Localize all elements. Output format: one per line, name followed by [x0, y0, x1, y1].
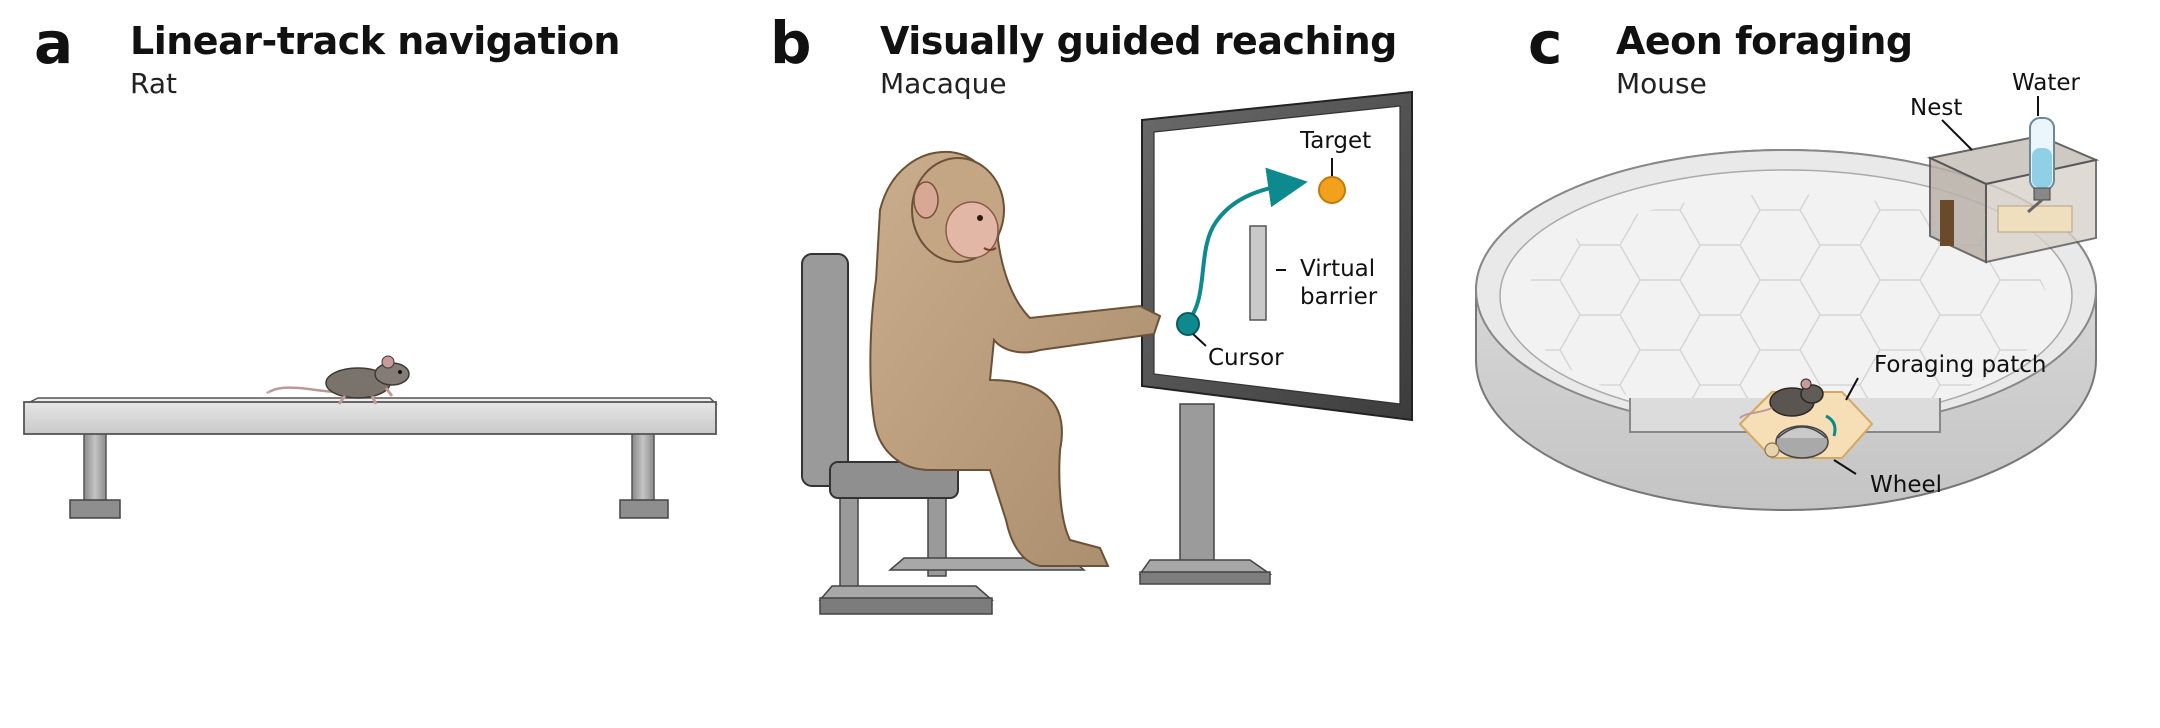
panel-a-letter: a	[34, 9, 73, 77]
foraging-patch-label: Foraging patch	[1874, 352, 2047, 378]
foraging-patch-leader-line	[1845, 377, 1859, 401]
nest-box	[1926, 134, 2100, 264]
panel-c: c Aeon foraging Mouse	[1475, 0, 2160, 728]
panel-b-title: Visually guided reaching	[880, 19, 1397, 63]
panel-c-subtitle: Mouse	[1616, 67, 1707, 100]
panel-c-letter: c	[1528, 9, 1562, 77]
rat-illustration	[266, 355, 410, 405]
water-label: Water	[2012, 70, 2080, 96]
panel-a-subtitle: Rat	[130, 67, 177, 100]
panel-a: a Linear-track navigation Rat	[0, 0, 740, 728]
panel-a-title: Linear-track navigation	[130, 19, 620, 63]
wheel-label: Wheel	[1870, 472, 1943, 498]
nest-label: Nest	[1910, 95, 1963, 121]
panel-c-title: Aeon foraging	[1616, 19, 1913, 63]
macaque-illustration	[869, 150, 1162, 567]
aeon-arena-illustration	[1475, 96, 2100, 511]
panel-b-letter: b	[770, 9, 812, 77]
mouse-illustration	[1739, 378, 1824, 419]
arena	[1475, 149, 2097, 511]
foraging-wheel	[1764, 414, 1837, 459]
cursor-dot	[1176, 312, 1200, 336]
linear-track-bench	[23, 397, 718, 519]
linear-track-illustration	[23, 355, 718, 519]
panel-b-subtitle: Macaque	[880, 67, 1007, 100]
reaching-illustration	[801, 90, 1413, 615]
wheel-leader-line	[1833, 459, 1857, 475]
nest-leader-line	[1941, 119, 1973, 151]
monitor-stand	[1138, 403, 1273, 585]
virtual-barrier	[1249, 225, 1267, 321]
cursor-trajectory-arrow	[1184, 167, 1308, 325]
virtual-barrier-label: Virtual barrier	[1300, 256, 1378, 310]
water-bottle	[2027, 117, 2055, 214]
cursor-label: Cursor	[1208, 345, 1284, 371]
target-dot	[1318, 176, 1346, 204]
primate-chair	[801, 253, 1087, 615]
target-label: Target	[1300, 128, 1372, 154]
panel-b: b Visually guided reaching Macaque	[740, 0, 1500, 728]
cursor-leader-line	[1192, 333, 1207, 347]
